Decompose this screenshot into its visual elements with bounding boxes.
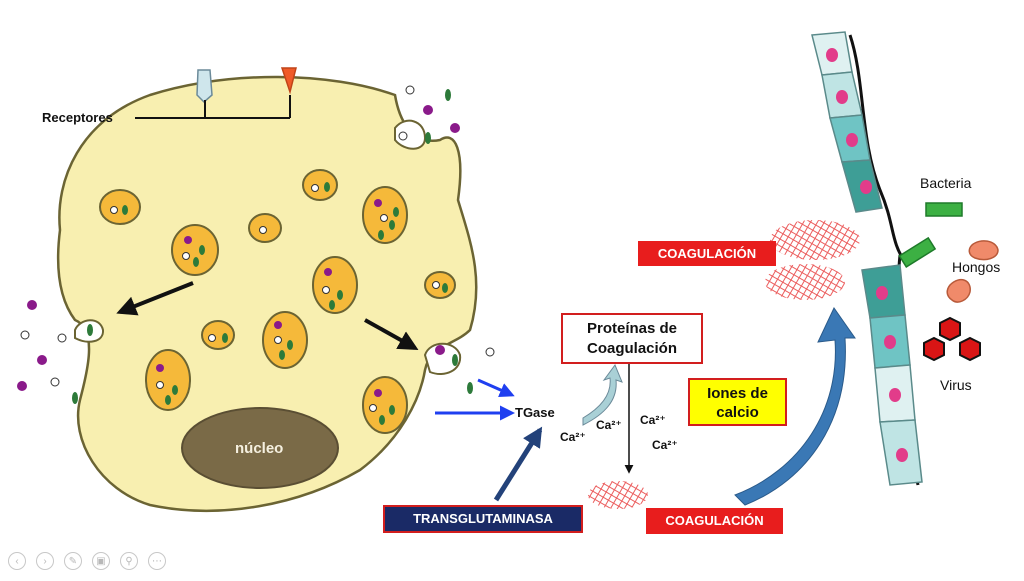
virus-icon: [923, 316, 981, 362]
coagulacion-top-label: COAGULACIÓN: [657, 246, 757, 261]
coagulation-mesh: [588, 220, 860, 509]
transglutaminasa-arrow: [493, 426, 543, 502]
hongos-icon-2: [946, 278, 971, 303]
hongos-label: Hongos: [952, 259, 1001, 275]
exocytosis-pocket-right: [423, 342, 462, 375]
proteinas-box: Proteínas de Coagulación: [561, 313, 703, 364]
nucleus: [181, 407, 339, 489]
receptor-bracket: [135, 95, 291, 119]
zoom-icon[interactable]: ⚲: [120, 552, 138, 570]
calcium-ion: Ca²⁺: [652, 438, 678, 452]
released-particles: [17, 85, 495, 404]
more-icon[interactable]: ⋯: [148, 552, 166, 570]
epithelium: [811, 31, 923, 486]
coagulation-curved-arrow: [734, 307, 856, 506]
calcium-ion: Ca²⁺: [596, 418, 622, 432]
bacteria-entering-icon: [898, 236, 937, 268]
next-icon[interactable]: ›: [36, 552, 54, 570]
transglutaminasa-box: TRANSGLUTAMINASA: [383, 505, 583, 533]
slides-icon[interactable]: ▣: [92, 552, 110, 570]
nucleus-label: núcleo: [235, 440, 284, 457]
transglutaminasa-label: TRANSGLUTAMINASA: [413, 511, 553, 526]
pen-icon[interactable]: ✎: [64, 552, 82, 570]
receptores-label: Receptores: [42, 110, 113, 125]
coagulacion-bottom-box: COAGULACIÓN: [646, 508, 783, 534]
granules: [99, 169, 456, 434]
receptors: [135, 67, 297, 119]
bacteria-label: Bacteria: [920, 175, 972, 191]
tgase-arrow-upper: [477, 378, 515, 398]
coagulacion-top-box: COAGULACIÓN: [638, 241, 776, 266]
exocytosis-arrow-left: [116, 281, 194, 316]
calcium-ion: Ca²⁺: [560, 430, 586, 444]
coagulacion-bottom-label: COAGULACIÓN: [665, 513, 764, 528]
calcium-ion: Ca²⁺: [640, 413, 666, 427]
iones-box: Iones de calcio: [688, 378, 787, 426]
virus-label: Virus: [940, 377, 972, 393]
receptor-orange: [280, 67, 297, 95]
tgase-label: TGase: [515, 405, 555, 420]
granule-contents: [110, 182, 448, 425]
exocytosis-arrow-right: [364, 318, 419, 350]
bacteria-icon: [925, 202, 963, 217]
tgase-curved-arrow: [582, 363, 623, 426]
receptor-blue: [196, 69, 213, 104]
hongos-icon: [968, 240, 999, 261]
proteinas-label: Proteínas de Coagulación: [586, 320, 678, 357]
iones-label: Iones de calcio: [707, 385, 768, 421]
exocytosis-pocket-top: [394, 119, 427, 150]
prev-icon[interactable]: ‹: [8, 552, 26, 570]
